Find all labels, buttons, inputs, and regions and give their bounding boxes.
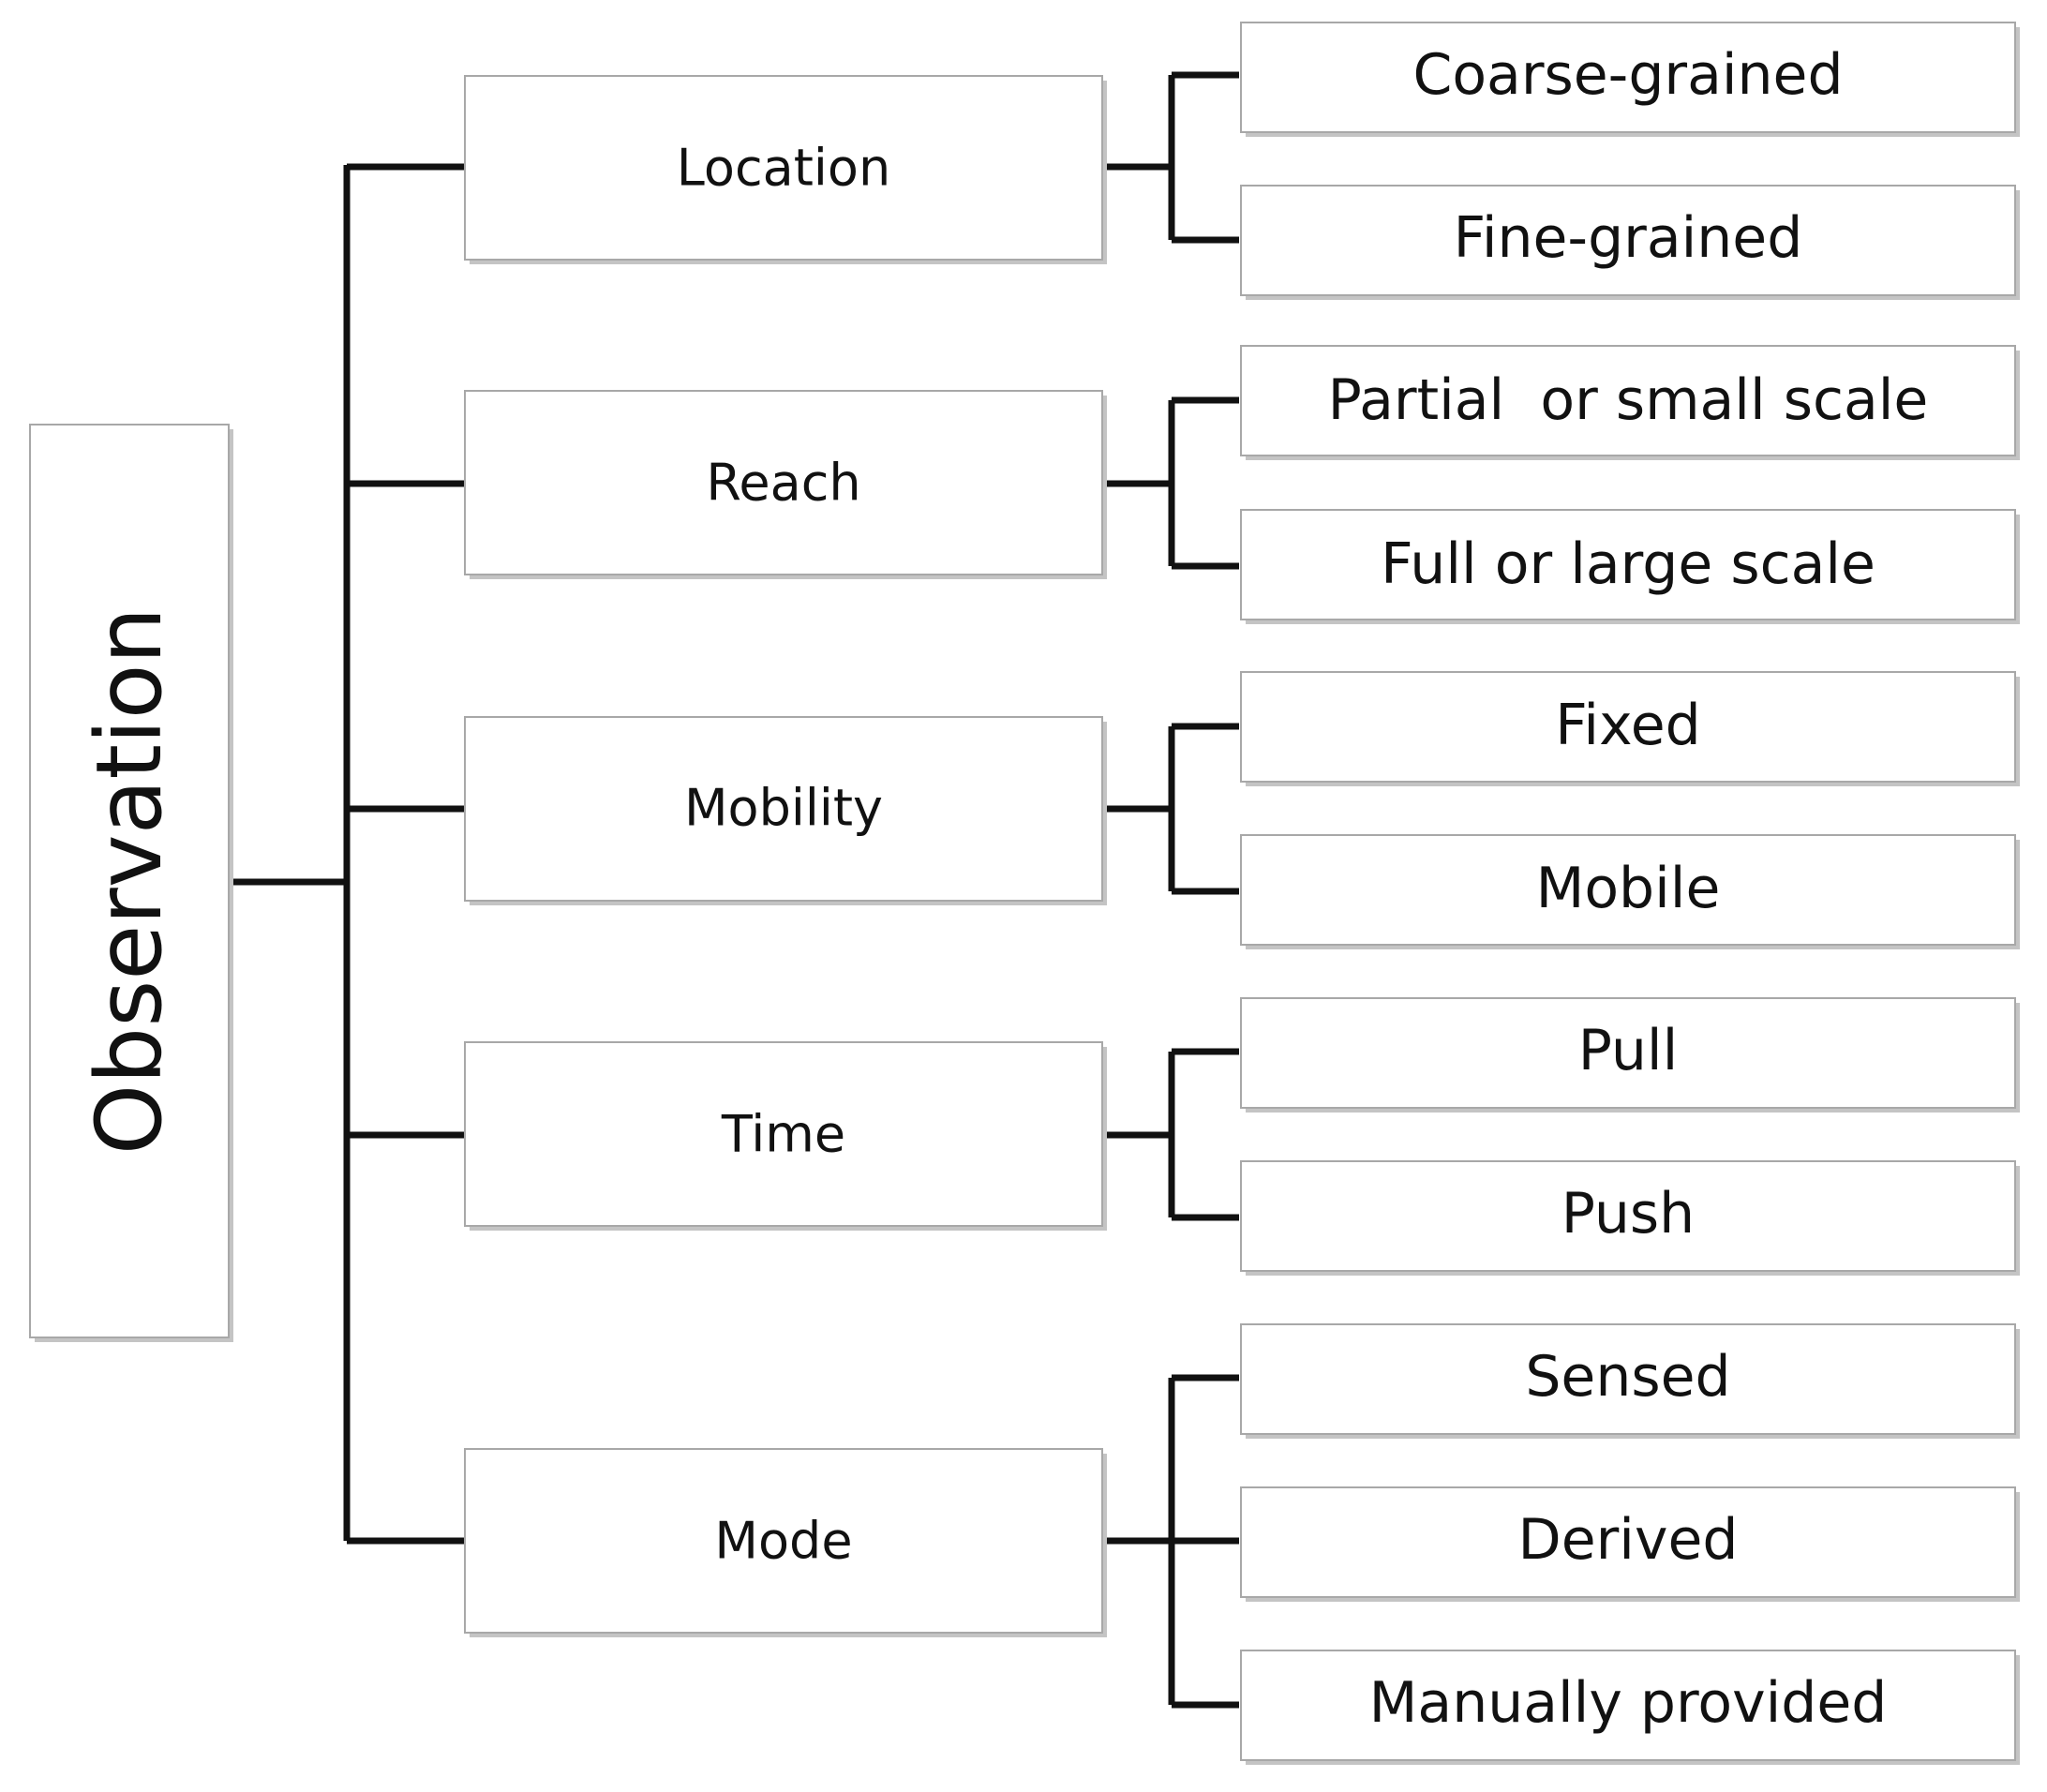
bracket-time xyxy=(1106,1048,1239,1221)
leaf-node-partial-or-small-scale: Partial or small scale xyxy=(1240,345,2020,460)
category-label: Mobility xyxy=(684,779,883,838)
leaf-node-push: Push xyxy=(1240,1160,2020,1276)
leaf-node-mobile: Mobile xyxy=(1240,834,2020,949)
leaf-node-full-or-large-scale: Full or large scale xyxy=(1240,509,2020,624)
category-node-mode: Mode xyxy=(464,1448,1107,1637)
bracket-mobility xyxy=(1106,723,1239,895)
leaf-label: Sensed xyxy=(1525,1344,1730,1410)
root-node: Observation xyxy=(29,424,233,1342)
root-label: Observation xyxy=(77,607,182,1156)
bracket-location xyxy=(1106,71,1239,244)
tree-connectors xyxy=(230,71,1239,1709)
leaf-label: Fine-grained xyxy=(1454,205,1803,271)
leaf-label: Manually provided xyxy=(1369,1670,1888,1736)
leaf-label: Derived xyxy=(1518,1507,1739,1573)
category-node-mobility: Mobility xyxy=(464,716,1107,905)
leaf-node-sensed: Sensed xyxy=(1240,1323,2020,1439)
leaf-label: Push xyxy=(1561,1181,1695,1247)
leaf-node-pull: Pull xyxy=(1240,997,2020,1113)
leaf-label: Pull xyxy=(1578,1018,1679,1083)
leaf-label: Coarse-grained xyxy=(1412,42,1843,108)
leaf-node-coarse-grained: Coarse-grained xyxy=(1240,22,2020,137)
category-label: Location xyxy=(677,139,890,198)
leaf-label: Partial or small scale xyxy=(1328,367,1929,433)
leaf-node-fixed: Fixed xyxy=(1240,671,2020,786)
category-label: Mode xyxy=(714,1512,852,1571)
leaf-label: Full or large scale xyxy=(1381,531,1875,597)
bracket-mode xyxy=(1106,1374,1239,1709)
leaf-label: Mobile xyxy=(1536,856,1721,921)
bracket-reach xyxy=(1106,396,1239,570)
leaf-node-derived: Derived xyxy=(1240,1486,2020,1602)
category-node-location: Location xyxy=(464,75,1107,264)
leaf-label: Fixed xyxy=(1555,693,1700,758)
category-node-time: Time xyxy=(464,1041,1107,1231)
category-label: Time xyxy=(721,1105,845,1164)
leaf-node-fine-grained: Fine-grained xyxy=(1240,185,2020,300)
category-node-reach: Reach xyxy=(464,390,1107,579)
leaf-node-manually-provided: Manually provided xyxy=(1240,1650,2020,1765)
category-label: Reach xyxy=(706,454,860,513)
